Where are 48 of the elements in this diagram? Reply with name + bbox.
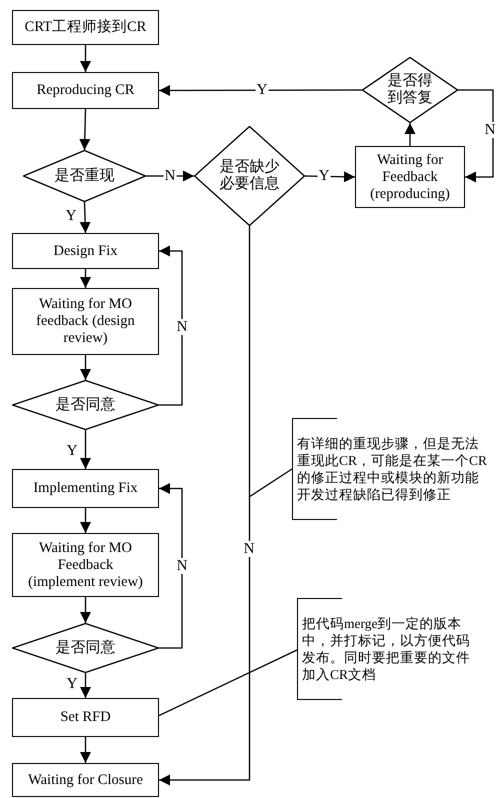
edge-label: N [242, 541, 256, 557]
process-box [12, 10, 159, 45]
arrow [304, 171, 356, 182]
edge-label: N [176, 558, 188, 574]
process-box [355, 146, 465, 208]
arrow [80, 430, 91, 469]
step-text: Design Fix [53, 242, 118, 260]
arrow [80, 508, 91, 533]
process-box [12, 533, 159, 597]
arrow [404, 123, 416, 146]
arrow [80, 45, 91, 72]
note-text: 有详细的重现步骤，但是无法重现此CR，可能是在某一个CR的修正过程中或模块的新功能开发过程缺陷已得到修正 [297, 435, 488, 503]
arrow [80, 673, 91, 698]
arrow [458, 89, 494, 182]
arrow [159, 84, 362, 96]
step-text: Waiting for MO Feedback (implement review) [27, 540, 144, 590]
process-box [12, 469, 159, 508]
arrow [159, 226, 250, 786]
decision-text: 是否得到答复 [386, 73, 434, 107]
process-box [12, 763, 159, 797]
arrow [80, 597, 91, 623]
step-text: CRT工程师接到CR [24, 19, 146, 36]
process-box [12, 698, 159, 737]
edge-label: N [176, 319, 188, 335]
decision-text: 是否同意 [56, 396, 116, 414]
decision-text: 是否重现 [54, 168, 114, 184]
arrow [80, 269, 91, 288]
arrow [80, 355, 91, 380]
note-text: 把代码merge到一定的版本中，并打标记，以方便代码发布。同时要把重要的文件加入CR文档 [302, 615, 471, 683]
arrow [80, 737, 91, 763]
step-text: Reproducing CR [36, 82, 134, 99]
step-text: Waiting for Closure [28, 772, 143, 788]
arrow [159, 246, 183, 406]
step-text: Waiting for Feedback (reproducing) [369, 152, 451, 202]
decision-text: 是否同意 [56, 640, 116, 656]
leader-line [158, 649, 298, 716]
process-box [12, 72, 159, 109]
arrow [159, 483, 183, 649]
process-box [12, 288, 159, 355]
step-text: Waiting for MO feedback (design review) [35, 296, 136, 347]
leader-line [248, 468, 292, 498]
decision-text: 是否缺少必要信息 [218, 159, 280, 193]
arrow [80, 202, 91, 234]
edge-label: N [484, 122, 496, 138]
step-text: Set RFD [60, 709, 111, 726]
step-text: Implementing Fix [33, 480, 138, 497]
arrow [79, 108, 90, 150]
process-box [12, 233, 159, 269]
